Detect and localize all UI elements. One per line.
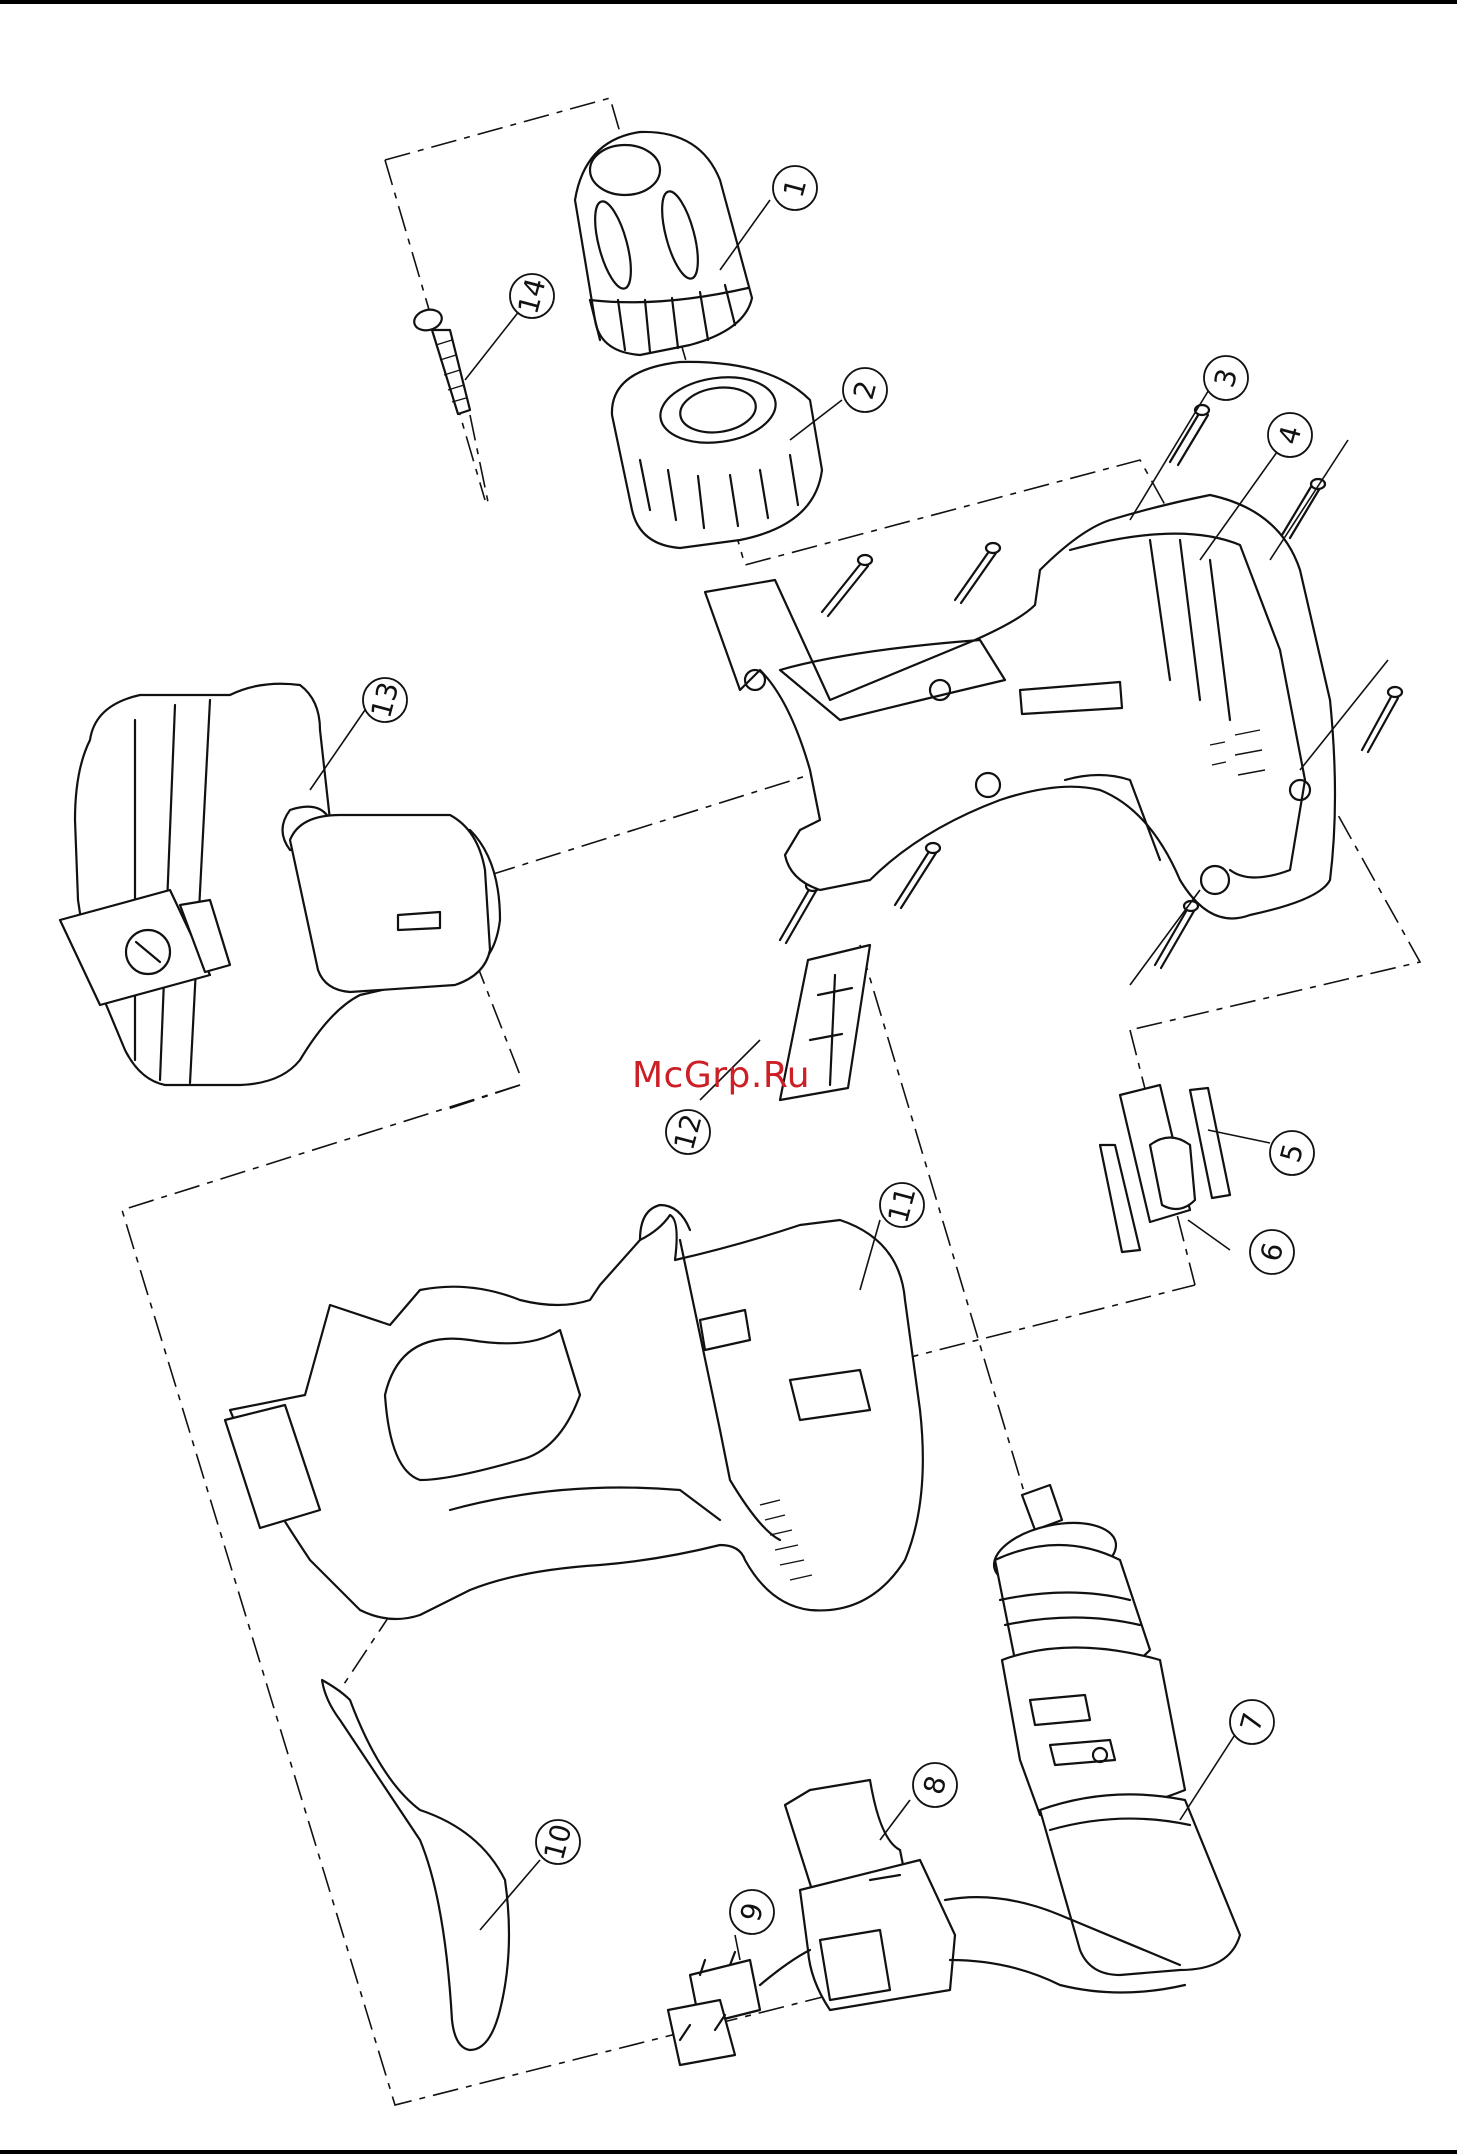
part-trigger-cover — [322, 1680, 509, 2050]
callout-1: 1 — [773, 166, 817, 210]
callout-9: 9 — [730, 1890, 774, 1934]
callout-14: 14 — [510, 274, 554, 318]
callout-2: 2 — [843, 368, 887, 412]
callout-8: 8 — [913, 1763, 957, 1807]
part-right-housing — [705, 495, 1335, 918]
part-battery — [60, 684, 500, 1085]
part-collar-ring — [612, 362, 822, 548]
callout-11: 11 — [880, 1183, 924, 1227]
callout-13: 13 — [363, 678, 407, 722]
callout-5: 5 — [1270, 1131, 1314, 1175]
watermark-text: McGrp.Ru — [632, 1055, 810, 1096]
callout-3: 3 — [1204, 356, 1248, 400]
callout-12: 12 — [666, 1110, 710, 1154]
callout-7: 7 — [1230, 1700, 1274, 1744]
part-motor-gearbox — [988, 1485, 1240, 1975]
part-terminal — [668, 1950, 810, 2065]
part-main-housing — [225, 1205, 923, 1619]
callout-6: 6 — [1250, 1230, 1294, 1274]
part-direction-switch — [1100, 1085, 1230, 1252]
callout-10: 10 — [536, 1820, 580, 1864]
part-chuck — [575, 132, 752, 355]
callout-4: 4 — [1268, 413, 1312, 457]
